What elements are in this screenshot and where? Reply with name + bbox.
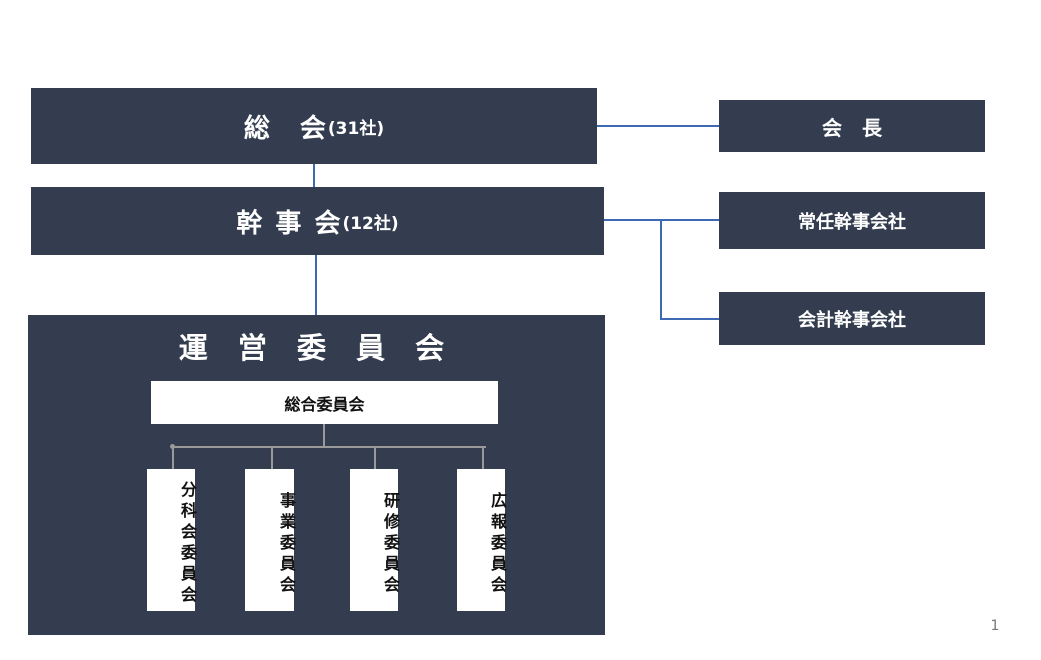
tree-branch-4 [482, 446, 484, 470]
board-box: 幹 事 会(12社) [31, 187, 604, 255]
standing-secretary-box: 常任幹事会社 [719, 192, 985, 249]
subcommittee-label: 事業委員会 [277, 491, 296, 597]
general-committee-box: 総合委員会 [151, 381, 498, 424]
tree-branch-3 [374, 446, 376, 470]
board-count: (12社) [342, 213, 399, 234]
general-assembly-box: 総 会(31社) [31, 88, 597, 164]
board-steering-line [315, 254, 317, 316]
subcommittee-jigyo: 事業委員会 [245, 469, 296, 611]
subcommittee-label: 分科会委員会 [178, 481, 197, 607]
subcommittee-koho: 広報委員会 [457, 469, 507, 611]
board-label: 幹 事 会 [236, 208, 343, 239]
standing-secretary-label: 常任幹事会社 [798, 211, 906, 233]
secretary-branch-line [660, 219, 662, 320]
general-assembly-label: 総 会 [243, 113, 328, 144]
subcommittee-bunkakai: 分科会委員会 [147, 469, 197, 611]
general-assembly-count: (31社) [327, 118, 385, 139]
subcommittee-label: 研修委員会 [381, 491, 400, 597]
tree-horizontal-line [172, 446, 486, 448]
page-number: 1 [990, 618, 1000, 634]
assembly-chairman-line [597, 125, 719, 127]
assembly-board-line [313, 163, 315, 188]
chairman-box: 会 長 [719, 100, 985, 152]
tree-branch-1 [172, 446, 174, 470]
subcommittee-kenshu: 研修委員会 [350, 469, 400, 611]
accounting-secretary-box: 会計幹事会社 [719, 292, 985, 345]
chairman-label: 会 長 [822, 115, 882, 140]
tree-branch-2 [271, 446, 273, 470]
accounting-branch-line [660, 318, 719, 320]
accounting-secretary-label: 会計幹事会社 [798, 309, 906, 331]
steering-committee-title: 運 営 委 員 会 [178, 331, 455, 365]
steering-committee-box: 運 営 委 員 会 [28, 315, 605, 635]
subcommittee-label: 広報委員会 [488, 491, 507, 597]
general-committee-label: 総合委員会 [284, 394, 365, 414]
tree-stem-line [323, 424, 325, 447]
